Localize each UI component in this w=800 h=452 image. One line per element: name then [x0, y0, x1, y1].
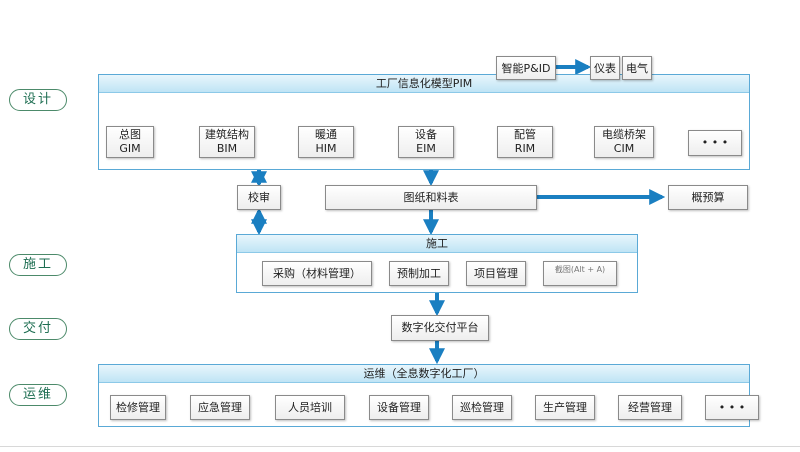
- pim-item-code: HIM: [315, 142, 337, 155]
- smart-pid-box[interactable]: 智能P&ID: [496, 56, 556, 80]
- pim-item-rim[interactable]: 配管 RIM: [497, 126, 553, 158]
- pim-item-code: BIM: [216, 142, 238, 155]
- delivery-platform-box[interactable]: 数字化交付平台: [391, 315, 489, 341]
- operation-title: 运维（全息数字化工厂）: [99, 365, 749, 383]
- operation-item-production[interactable]: 生产管理: [535, 395, 595, 420]
- pim-item-label: 配管: [514, 128, 536, 141]
- pim-item-label: 建筑结构: [205, 128, 249, 141]
- operation-item-business[interactable]: 经营管理: [618, 395, 682, 420]
- operation-item-equipment[interactable]: 设备管理: [369, 395, 429, 420]
- pim-item-label: 总图: [119, 128, 141, 141]
- prefabrication-box[interactable]: 预制加工: [389, 261, 449, 286]
- pim-item-code: EIM: [416, 142, 436, 155]
- pim-item-eim[interactable]: 设备 EIM: [398, 126, 454, 158]
- operation-item-training[interactable]: 人员培训: [275, 395, 345, 420]
- operation-item-emergency[interactable]: 应急管理: [190, 395, 250, 420]
- electrical-box[interactable]: 电气: [622, 56, 652, 80]
- project-management-box[interactable]: 项目管理: [466, 261, 526, 286]
- pim-title: 工厂信息化模型PIM: [99, 75, 749, 93]
- review-box[interactable]: 校审: [237, 185, 281, 210]
- pim-item-gim[interactable]: 总图 GIM: [106, 126, 154, 158]
- bottom-divider: [0, 446, 800, 447]
- pim-item-code: RIM: [514, 142, 536, 155]
- pim-more-ellipsis[interactable]: • • •: [688, 130, 742, 156]
- phase-operation-label: 运维: [9, 384, 67, 406]
- pim-item-him[interactable]: 暖通 HIM: [298, 126, 354, 158]
- instrument-box[interactable]: 仪表: [590, 56, 620, 80]
- pim-item-cim[interactable]: 电缆桥架 CIM: [594, 126, 654, 158]
- construction-title: 施工: [237, 235, 637, 253]
- pim-item-label: 设备: [415, 128, 437, 141]
- screenshot-tooltip-box: 截图(Alt + A): [543, 261, 617, 286]
- screenshot-tooltip-text: 截图(Alt + A): [554, 265, 606, 274]
- pim-item-code: GIM: [119, 142, 141, 155]
- procurement-box[interactable]: 采购（材料管理）: [262, 261, 372, 286]
- phase-delivery-label: 交付: [9, 318, 67, 340]
- pim-item-bim[interactable]: 建筑结构 BIM: [199, 126, 255, 158]
- drawings-box[interactable]: 图纸和料表: [325, 185, 537, 210]
- operation-item-inspection[interactable]: 巡检管理: [452, 395, 512, 420]
- budget-box[interactable]: 概预算: [668, 185, 748, 210]
- pim-item-label: 暖通: [315, 128, 337, 141]
- operation-more-ellipsis[interactable]: • • •: [705, 395, 759, 420]
- operation-item-maintenance[interactable]: 检修管理: [110, 395, 166, 420]
- phase-design-label: 设计: [9, 89, 67, 111]
- pim-item-code: CIM: [613, 142, 635, 155]
- phase-construction-label: 施工: [9, 254, 67, 276]
- pim-item-label: 电缆桥架: [602, 128, 646, 141]
